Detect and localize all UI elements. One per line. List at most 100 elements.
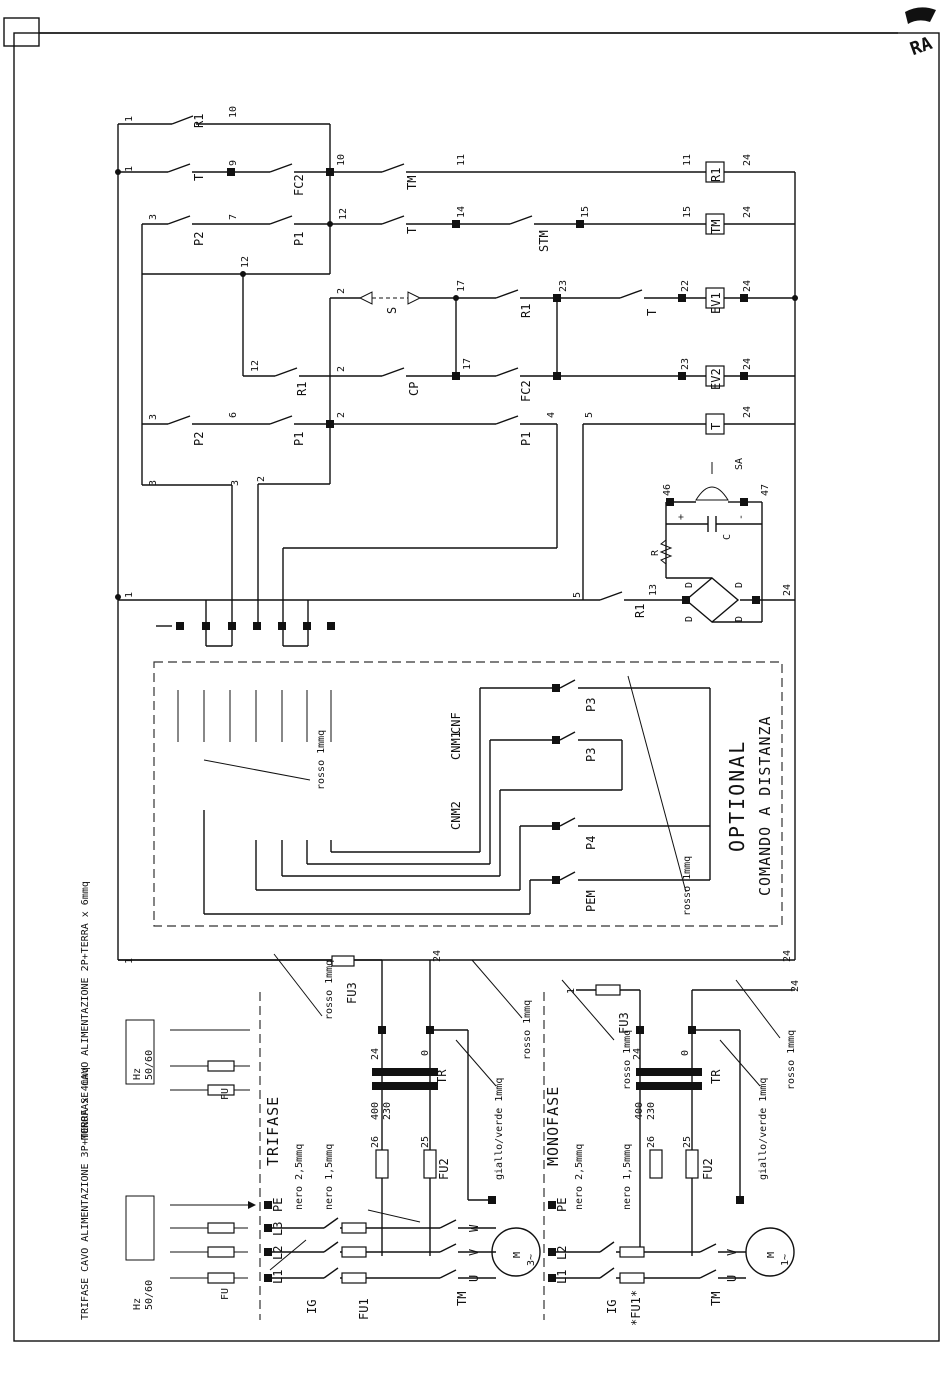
terminal-block <box>156 600 335 647</box>
label-cnm2: CNM2 <box>449 801 463 830</box>
label-r1-top: R1 <box>192 114 206 128</box>
wire-24-b: 24 <box>742 206 753 218</box>
r1-contact-row7 <box>599 591 623 601</box>
p3-pushbutton-top <box>559 679 576 689</box>
monofase-note-nero15: nero 1,5mmq <box>622 1144 633 1210</box>
label-p2-row6: P2 <box>192 432 206 446</box>
r1-contact <box>171 115 194 125</box>
label-minus: - <box>736 514 747 520</box>
connector-row-cnf <box>177 690 332 742</box>
wire-1-d: 1 <box>124 958 135 964</box>
wire-10-a: 10 <box>228 106 239 118</box>
label-p2: P2 <box>192 232 206 246</box>
wire-4-a: 4 <box>546 412 557 418</box>
monofase-table-r0: Hz <box>132 1068 143 1080</box>
label-c: C <box>722 534 733 540</box>
label-r1-row4: R1 <box>519 304 533 318</box>
optional-subtitle: COMANDO A DISTANZA <box>756 715 774 896</box>
label-rosso-3: rosso 1mmq <box>324 960 335 1020</box>
wire-2-a: 2 <box>336 288 347 294</box>
monofase-cable-note: MONOFASE CAVO ALIMENTAZIONE 2P+TERRA x 6… <box>80 881 91 1140</box>
t-pushbutton <box>167 163 191 173</box>
wire-25-a: 25 <box>420 1136 431 1148</box>
wire-24-h: 24 <box>432 950 443 962</box>
trifase-cable-note: TRIFASE CAVO ALIMENTAZIONE 3P+TERRA x 4m… <box>80 1067 91 1320</box>
trifase-table-r0: Hz <box>132 1298 143 1310</box>
wire-11-b: 11 <box>682 154 693 166</box>
label-m3-sub: 3~ <box>526 1254 537 1266</box>
mono-terminal-u: U <box>725 1275 739 1282</box>
trifase-note-nero15: nero 1,5mmq <box>324 1144 335 1210</box>
label-d4: D <box>734 616 745 622</box>
rectifier-buzzer <box>659 462 763 623</box>
label-fc2-top: FC2 <box>292 174 306 196</box>
p3-pushbutton <box>559 731 576 741</box>
tm-contactor <box>439 1219 457 1229</box>
wire-1-e: 1 <box>566 988 577 994</box>
fu2-fuse <box>423 1149 437 1179</box>
phase-l3: L3 <box>271 1222 285 1236</box>
wire-23-a: 23 <box>558 280 569 292</box>
mono-phase-l2: L2 <box>555 1246 569 1260</box>
label-fu2-mono: FU2 <box>701 1158 715 1180</box>
label-r1-row5: R1 <box>295 382 309 396</box>
label-m1: M <box>766 1252 777 1258</box>
wire-24-k: 24 <box>632 1048 643 1060</box>
wire-15-a: 15 <box>580 206 591 218</box>
label-p1: P1 <box>292 232 306 246</box>
pem-pushbutton <box>559 871 576 881</box>
wire-5-b: 5 <box>572 592 583 598</box>
phase-l1: L1 <box>271 1270 285 1284</box>
wire-9: 9 <box>228 160 239 166</box>
label-p4: P4 <box>584 836 598 850</box>
wire-400-a: 400 <box>370 1102 381 1120</box>
mono-phase-l1: L1 <box>555 1270 569 1284</box>
label-tr-tri: TR <box>709 1069 723 1084</box>
fc2-contact <box>269 163 293 173</box>
phase-pe: PE <box>271 1198 285 1212</box>
wire-17-b: 17 <box>462 358 473 370</box>
label-cp: CP <box>407 382 421 396</box>
motor-1ph <box>745 1227 795 1277</box>
cp-pressostat <box>381 367 405 377</box>
monofase-note-rosso2: rosso 1mmq <box>786 1030 797 1090</box>
label-plus: + <box>676 514 687 520</box>
label-cnf: CNF <box>449 712 463 734</box>
optional-title: OPTIONAL <box>725 740 749 852</box>
terminal-u: U <box>467 1275 481 1282</box>
wire-24-a: 24 <box>742 154 753 166</box>
wire-3-a: 3 <box>148 214 159 220</box>
wire-5-a: 5 <box>584 412 595 418</box>
rotated-labels: R1 T FC2 TM R1 P2 P1 T STM TM S R1 T EV1… <box>80 106 801 1326</box>
label-m1-sub: 1~ <box>780 1254 791 1266</box>
label-fu-mono: FU <box>220 1088 231 1100</box>
label-fc2-row5: FC2 <box>519 380 533 402</box>
monofase-title: MONOFASE <box>544 1086 562 1166</box>
wire-22: 22 <box>680 280 691 292</box>
label-r1-coil: R1 <box>709 168 723 182</box>
wire-0-a: 0 <box>420 1050 431 1056</box>
wire-24-f: 24 <box>782 584 793 596</box>
label-pem: PEM <box>584 890 598 912</box>
label-tm-tri: TM <box>455 1292 469 1306</box>
wire-26-b: 26 <box>646 1136 657 1148</box>
label-ev1: EV1 <box>709 292 723 314</box>
label-fu-tri: FU <box>220 1288 231 1300</box>
r1-contact-row4 <box>495 289 519 299</box>
trifase-note-gv: giallo/verde 1mmq <box>494 1078 505 1180</box>
logo-text: RA <box>907 33 935 60</box>
label-rosso-1: rosso 1mmq <box>316 730 327 790</box>
monofase-note-nero25: nero 2,5mmq <box>574 1144 585 1210</box>
monofase-note-gv: giallo/verde 1mmq <box>758 1078 769 1180</box>
ig-switch <box>323 1217 339 1229</box>
wire-24-i: 24 <box>370 1048 381 1060</box>
wire-3-c: 3 <box>148 480 159 486</box>
terminal-v: V <box>467 1249 481 1256</box>
p2-pushbutton <box>167 215 191 225</box>
label-t-top: T <box>192 174 206 181</box>
wire-13: 13 <box>648 584 659 596</box>
label-d3: D <box>684 616 695 622</box>
label-p1-row6: P1 <box>292 432 306 446</box>
